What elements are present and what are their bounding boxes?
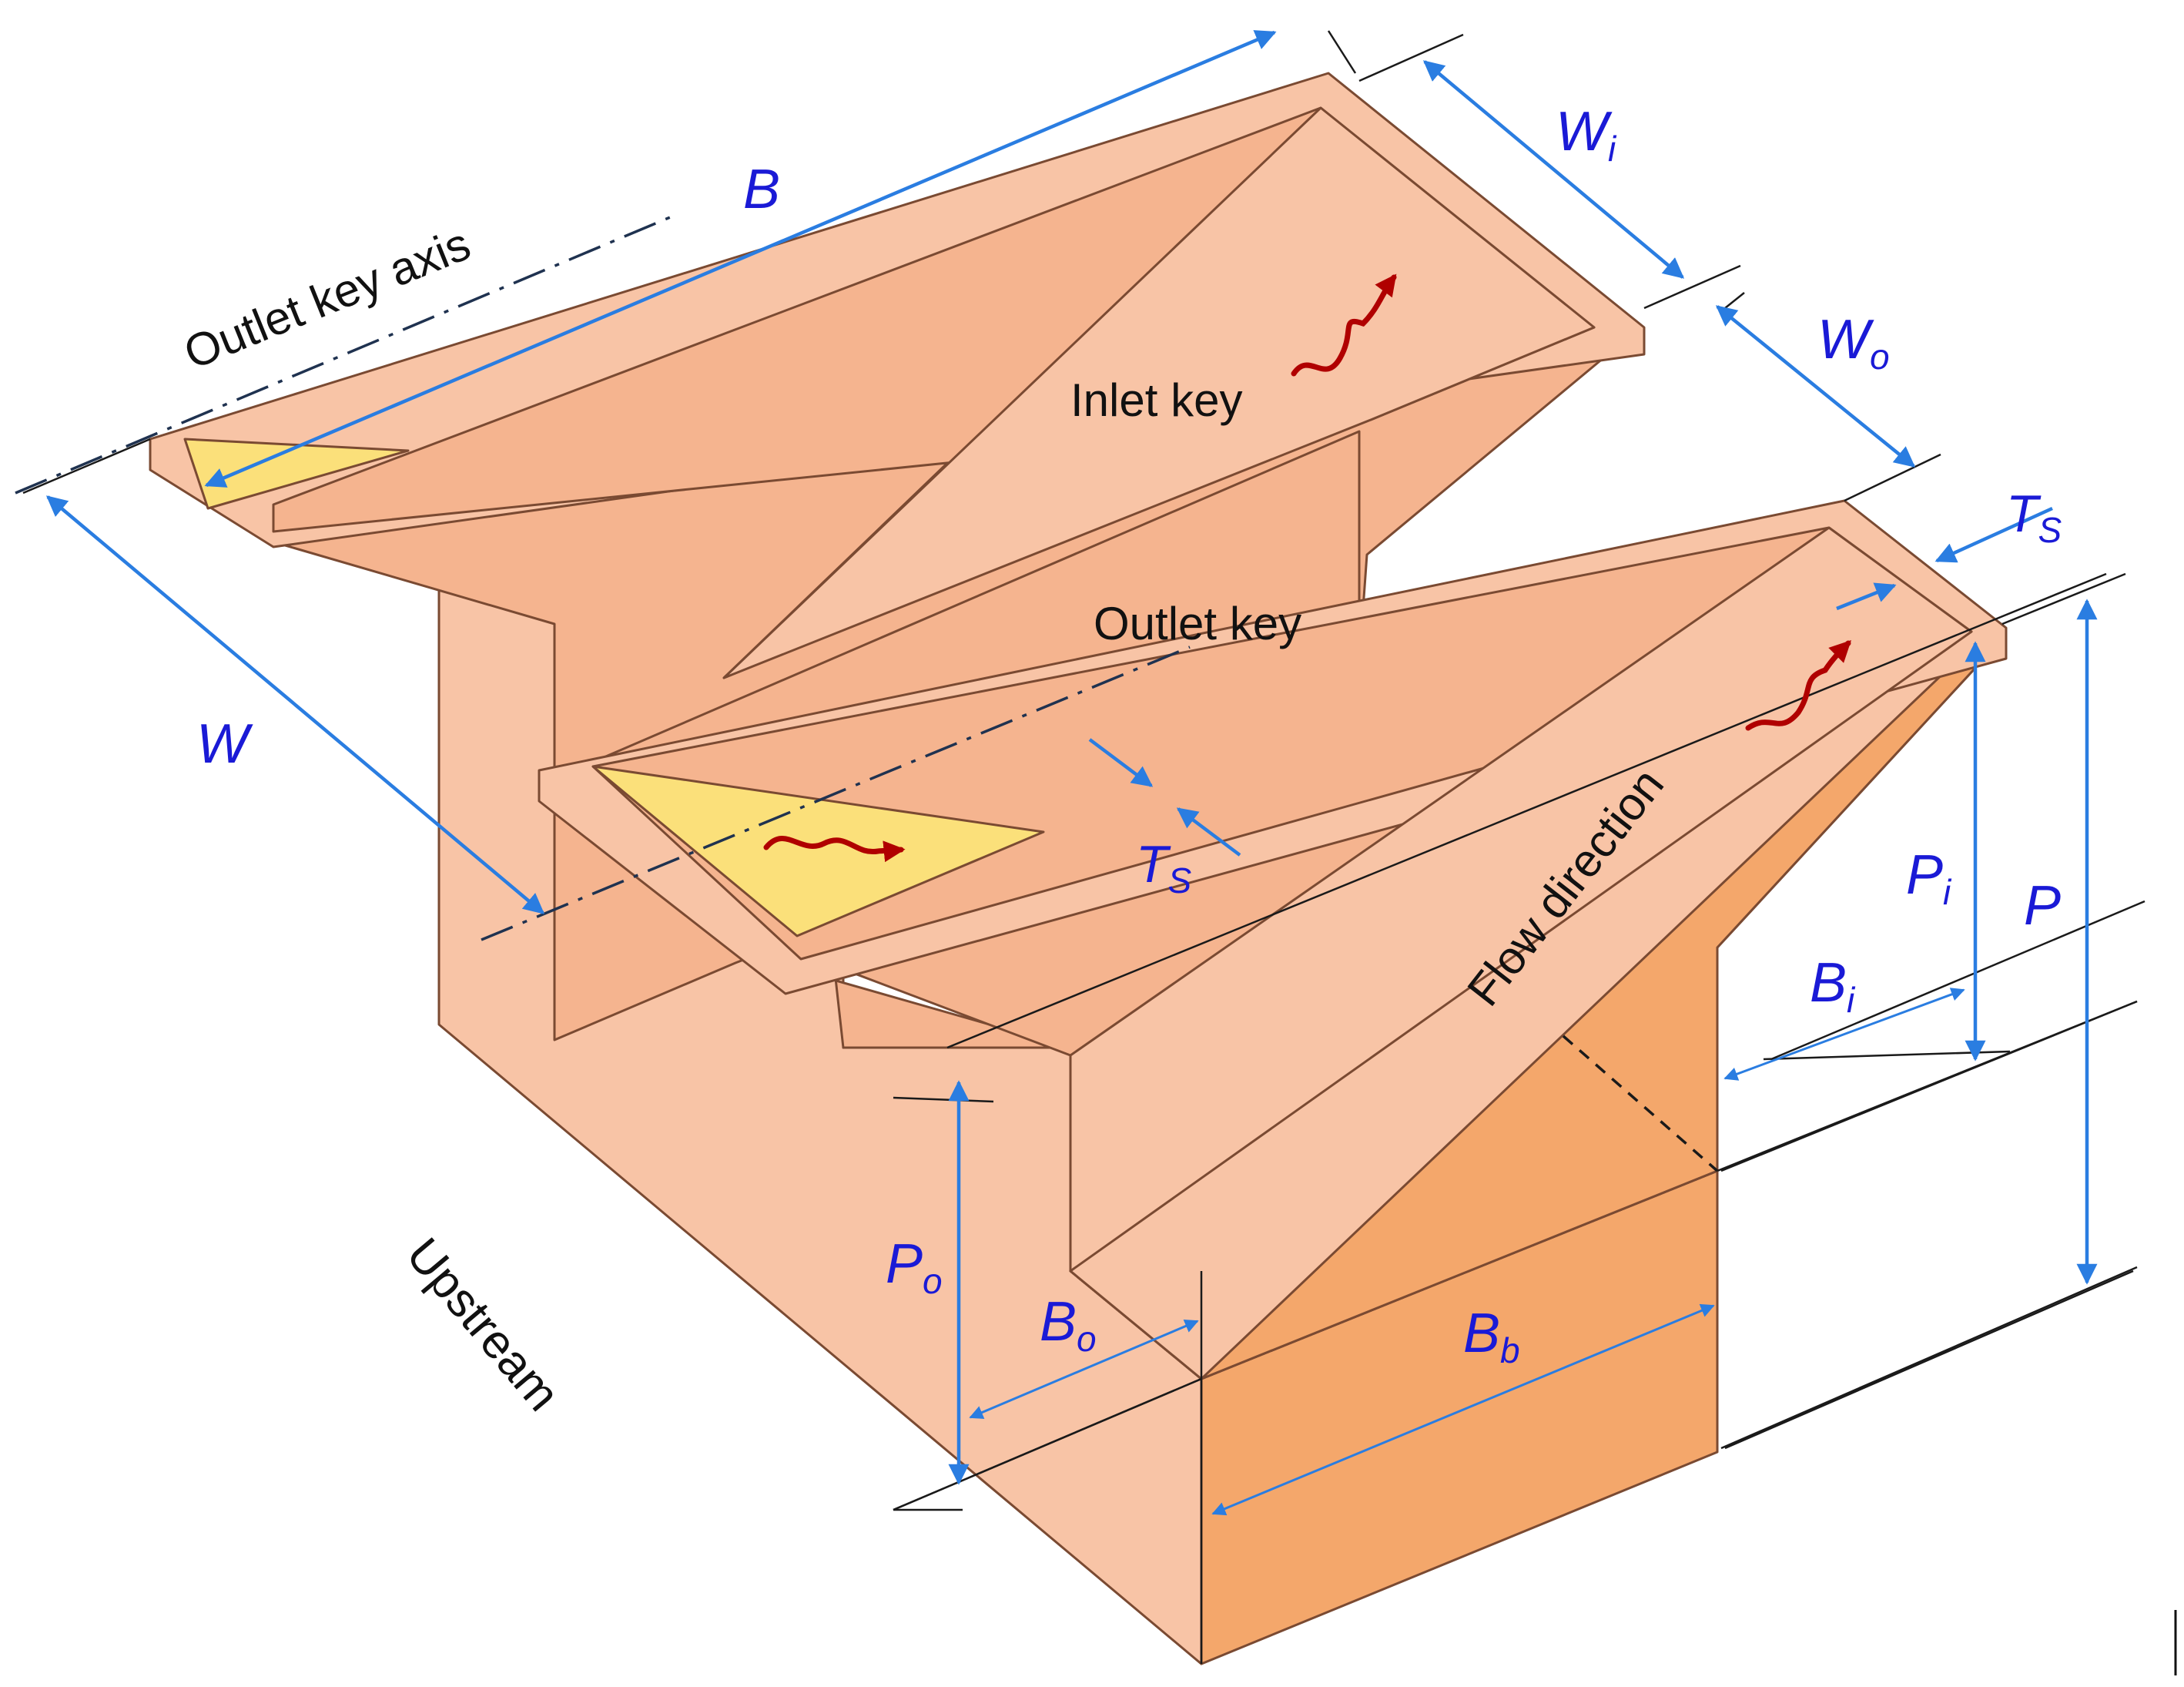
dim-label-Pi: Pi (1906, 844, 1952, 912)
dim-label-Ts-top: TS (2006, 485, 2062, 550)
outlet-key-axes (15, 214, 1191, 941)
dim-Ts-mid-b (1176, 807, 1241, 857)
dim-label-W: W (196, 713, 253, 775)
dim-Ts-top (1934, 506, 2053, 563)
dim-label-Wi: Wi (1556, 101, 1617, 169)
label-inlet-key: Inlet key (1070, 374, 1242, 426)
dim-Ts-top-in (1836, 582, 1897, 611)
label-outlet-key: Outlet key (1094, 598, 1301, 649)
dimension-lines (45, 30, 2098, 1485)
dimension-labels: B W Wi Wo TS TS P Pi Po Bi Bo (196, 101, 2062, 1370)
flow-arrow-inlet-front (1745, 640, 1851, 731)
edge-lines (22, 30, 2145, 1664)
dim-label-Ts-mid: TS (1136, 835, 1192, 901)
dim-label-P: P (2024, 875, 2061, 937)
dim-Ts-mid-a (1088, 738, 1154, 787)
dim-label-Po: Po (886, 1233, 943, 1301)
dim-label-Wo: Wo (1817, 309, 1890, 377)
weir-structure (149, 72, 2008, 1665)
outlet-key-axis-front (481, 646, 1191, 941)
dim-label-Bo: Bo (1040, 1291, 1097, 1359)
flow-arrow-inlet-rear (1291, 273, 1397, 377)
dim-Bo (969, 1320, 1199, 1419)
dim-W (45, 495, 545, 914)
dim-label-Bb: Bb (1463, 1303, 1520, 1370)
dim-Wo (1715, 305, 1916, 468)
crest-front-inner-slope (1069, 526, 1973, 1273)
dim-label-Bi: Bi (1810, 952, 1856, 1020)
label-upstream: Upstream (396, 1229, 570, 1421)
dim-label-B: B (743, 159, 780, 220)
dim-Wi (1422, 60, 1685, 279)
flow-arrow-outlet (763, 836, 906, 863)
dim-B (204, 30, 1277, 488)
dim-Bb (1211, 1303, 1715, 1516)
flow-arrows (763, 273, 1851, 863)
dim-Bi (1723, 988, 1965, 1081)
dimension-lines-thin (969, 988, 1965, 1516)
